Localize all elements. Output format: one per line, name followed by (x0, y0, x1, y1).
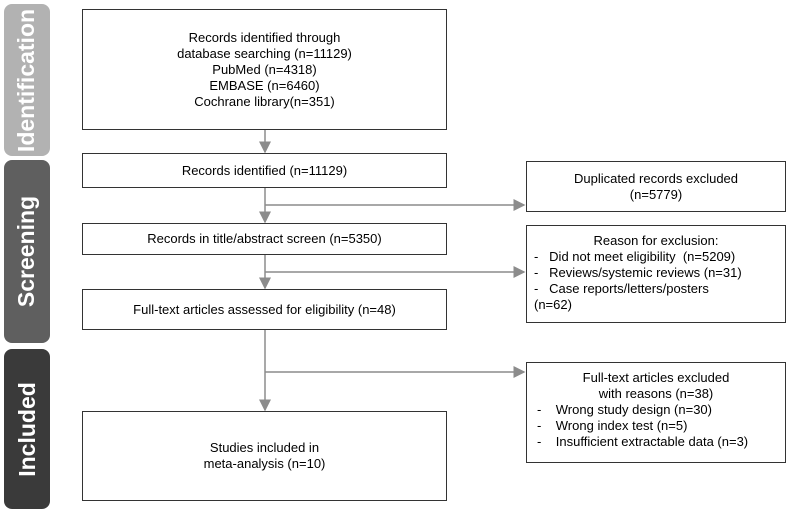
exclusion-reason-item: - Reviews/systemic reviews (n=31) (534, 265, 742, 280)
box-line: Records identified through (188, 29, 341, 45)
full-text-assessed-box: Full-text articles assessed for eligibil… (82, 289, 447, 330)
exclusion-reason-item: - Case reports/letters/posters (534, 281, 709, 296)
duplicates-excluded-box: Duplicated records excluded (n=5779) (526, 161, 786, 212)
box-line: Studies included in (209, 440, 320, 455)
box-line: Records identified (n=11129) (181, 162, 348, 178)
identification-phase-bar: Identification (4, 4, 50, 156)
box-line: Duplicated records excluded (573, 170, 739, 186)
exclusion-reason-item: (n=62) (534, 297, 572, 312)
studies-included-box: Studies included in meta-analysis (n=10) (82, 411, 447, 501)
exclusion-reason-item: - Insufficient extractable data (n=3) (537, 434, 749, 449)
fulltext-excluded-box: Full-text articles excluded with reasons… (526, 362, 786, 463)
reason-exclusion-title: Reason for exclusion: (593, 233, 719, 248)
title-abstract-screen-box: Records in title/abstract screen (n=5350… (82, 223, 447, 255)
fulltext-excluded-title: with reasons (n=38) (598, 386, 714, 401)
box-line: database searching (n=11129) (177, 45, 352, 61)
records-identified-box: Records identified (n=11129) (82, 153, 447, 188)
box-line: Full-text articles assessed for eligibil… (133, 301, 396, 317)
exclusion-reason-item: - Did not meet eligibility (n=5209) (534, 249, 736, 264)
box-line: Cochrane library(n=351) (194, 93, 335, 109)
box-line: Records in title/abstract screen (n=5350… (147, 231, 382, 246)
records-identified-db-box: Records identified through database sear… (82, 9, 447, 130)
box-line: (n=5779) (629, 186, 683, 202)
fulltext-excluded-title: Full-text articles excluded (582, 370, 730, 385)
screening-phase-bar: Screening (4, 160, 50, 343)
reason-exclusion-box: Reason for exclusion: - Did not meet eli… (526, 225, 786, 323)
exclusion-reason-item: - Wrong index test (n=5) (537, 418, 688, 433)
box-line: PubMed (n=4318) (212, 61, 317, 77)
box-line: EMBASE (n=6460) (209, 77, 320, 93)
box-line: meta-analysis (n=10) (203, 456, 326, 471)
included-phase-bar: Included (4, 349, 50, 509)
exclusion-reason-item: - Wrong study design (n=30) (537, 402, 712, 417)
